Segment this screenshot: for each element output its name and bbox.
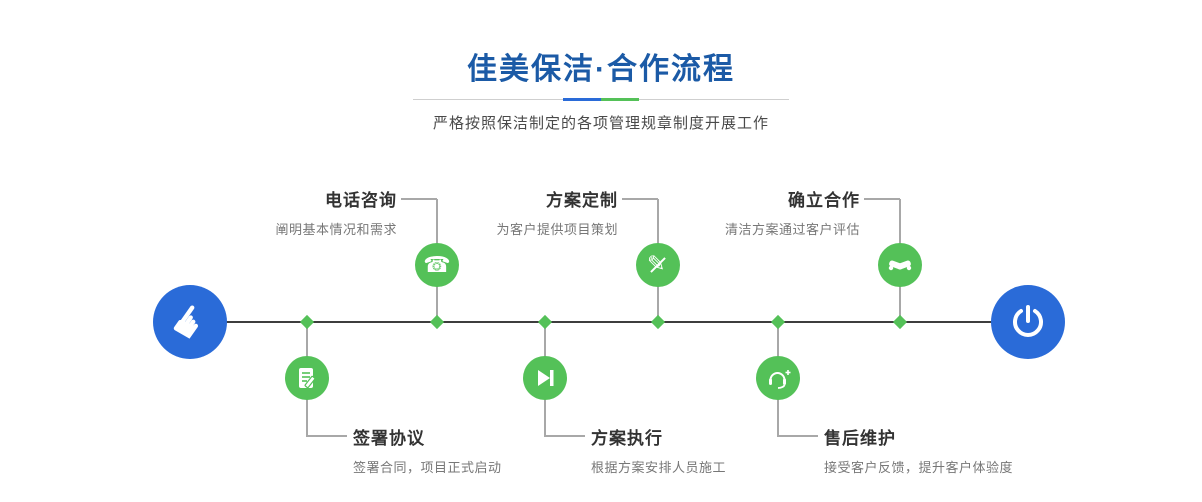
connector-line — [778, 435, 818, 437]
phone-icon: ☎ — [423, 252, 451, 277]
step-title: 方案执行 — [591, 429, 663, 448]
pointing-hand-icon: ☛ — [159, 292, 220, 351]
headset-icon — [765, 365, 791, 391]
title-underline — [413, 98, 789, 101]
underline-green-segment — [601, 98, 639, 101]
connector-line — [401, 198, 437, 200]
step-label: 签署协议 签署合同，项目正式启动 — [353, 424, 502, 476]
timeline-node-diamond — [299, 314, 315, 330]
step-title: 确立合作 — [788, 191, 860, 210]
step-label: 售后维护 接受客户反馈，提升客户体验度 — [824, 424, 1013, 476]
step-node — [878, 243, 922, 287]
timeline-node-diamond — [892, 314, 908, 330]
timeline-node-diamond — [650, 314, 666, 330]
step-desc: 阐明基本情况和需求 — [275, 222, 397, 237]
timeline-line — [190, 321, 1028, 323]
step-label: 方案定制 为客户提供项目策划 — [496, 186, 618, 238]
step-node — [756, 356, 800, 400]
step-desc: 根据方案安排人员施工 — [591, 460, 727, 475]
step-node: ☎ — [415, 243, 459, 287]
step-label: 电话咨询 阐明基本情况和需求 — [275, 186, 397, 238]
handshake-icon — [887, 252, 913, 278]
subtitle: 严格按照保洁制定的各项管理规章制度开展工作 — [432, 115, 769, 132]
step-desc: 清洁方案通过客户评估 — [724, 222, 860, 237]
timeline-node-diamond — [537, 314, 553, 330]
start-node: ☛ — [153, 285, 227, 359]
step-node: ✎ — [636, 243, 680, 287]
power-icon — [1008, 302, 1048, 342]
step-title: 签署协议 — [353, 429, 425, 448]
connector-line — [864, 198, 900, 200]
page-title: 佳美保洁·合作流程 — [467, 53, 735, 86]
step-desc: 接受客户反馈，提升客户体验度 — [824, 460, 1014, 475]
connector-line — [622, 198, 658, 200]
underline-blue-segment — [563, 98, 601, 101]
timeline-node-diamond — [429, 314, 445, 330]
end-node — [991, 285, 1065, 359]
step-node — [285, 356, 329, 400]
step-title: 电话咨询 — [325, 191, 397, 210]
step-label: 方案执行 根据方案安排人员施工 — [591, 424, 726, 476]
step-desc: 签署合同，项目正式启动 — [353, 460, 502, 475]
step-title: 方案定制 — [546, 191, 618, 210]
step-title: 售后维护 — [824, 429, 896, 448]
connector-line — [545, 435, 585, 437]
step-node — [523, 356, 567, 400]
step-label: 确立合作 清洁方案通过客户评估 — [725, 186, 860, 238]
timeline-node-diamond — [770, 314, 786, 330]
play-step-icon — [534, 367, 556, 389]
pencil-ruler-icon: ✎ — [647, 253, 669, 277]
step-desc: 为客户提供项目策划 — [496, 222, 618, 237]
connector-line — [307, 435, 347, 437]
document-pencil-icon — [295, 366, 319, 390]
